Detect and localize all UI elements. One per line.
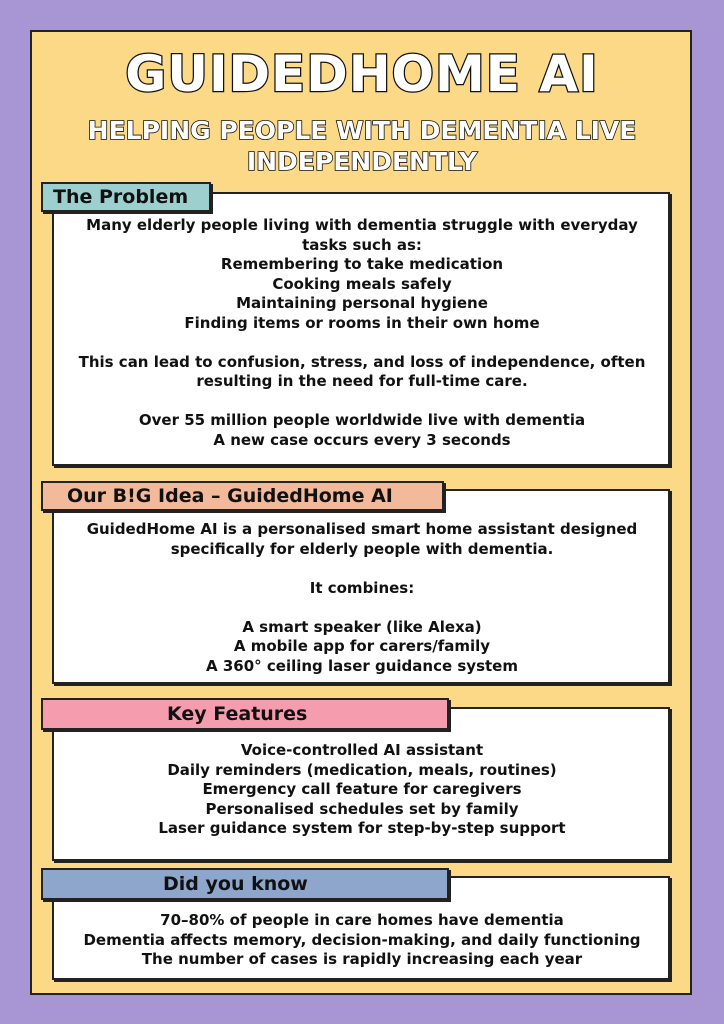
problem-text: Many elderly people living with dementia… [0,216,724,450]
idea-combines-label: It combines: [309,578,415,597]
problem-line: Cooking meals safely [272,274,452,293]
feature-item: Voice-controlled AI assistant [240,741,484,759]
problem-consequence: resulting in the need for full-time care… [196,372,528,390]
fact-item: 70–80% of people in care homes have deme… [160,911,564,929]
idea-component: A mobile app for carers/family [233,637,491,655]
problem-stat: A new case occurs every 3 seconds [213,430,511,449]
feature-item: Emergency call feature for caregivers [202,780,522,798]
features-list: Voice-controlled AI assistant Daily remi… [0,741,724,839]
fact-item: The number of cases is rapidly increasin… [141,950,583,968]
idea-heading: Our B!G Idea – GuidedHome AI [41,481,444,511]
problem-line: Many elderly people living with dementia… [86,216,638,234]
problem-consequence: This can lead to confusion, stress, and … [78,352,646,371]
feature-item: Personalised schedules set by family [205,799,519,818]
feature-item: Laser guidance system for step-by-step s… [158,819,566,837]
facts-list: 70–80% of people in care homes have deme… [0,911,724,970]
idea-component: A 360° ceiling laser guidance system [206,656,518,675]
problem-line: Maintaining personal hygiene [236,294,488,312]
problem-heading: The Problem [41,182,211,212]
idea-text: GuidedHome AI is a personalised smart ho… [0,520,724,676]
page-title: GUIDEDHOME AI [124,44,599,105]
features-heading: Key Features [41,698,449,730]
fact-item: Dementia affects memory, decision-making… [83,930,641,949]
idea-intro-line: specifically for elderly people with dem… [170,539,554,558]
problem-line: Finding items or rooms in their own home [184,313,540,332]
problem-stat: Over 55 million people worldwide live wi… [138,411,586,429]
page-subtitle: HELPING PEOPLE WITH DEMENTIA LIVE INDEPE… [87,115,637,177]
problem-line: tasks such as: [302,235,422,254]
feature-item: Daily reminders (medication, meals, rout… [167,760,557,779]
facts-heading: Did you know [41,868,449,900]
idea-intro-line: GuidedHome AI is a personalised smart ho… [86,520,638,538]
problem-box [52,192,670,466]
idea-component: A smart speaker (like Alexa) [242,617,482,636]
features-box [52,707,670,861]
problem-line: Remembering to take medication [220,255,504,273]
idea-box [52,489,670,684]
